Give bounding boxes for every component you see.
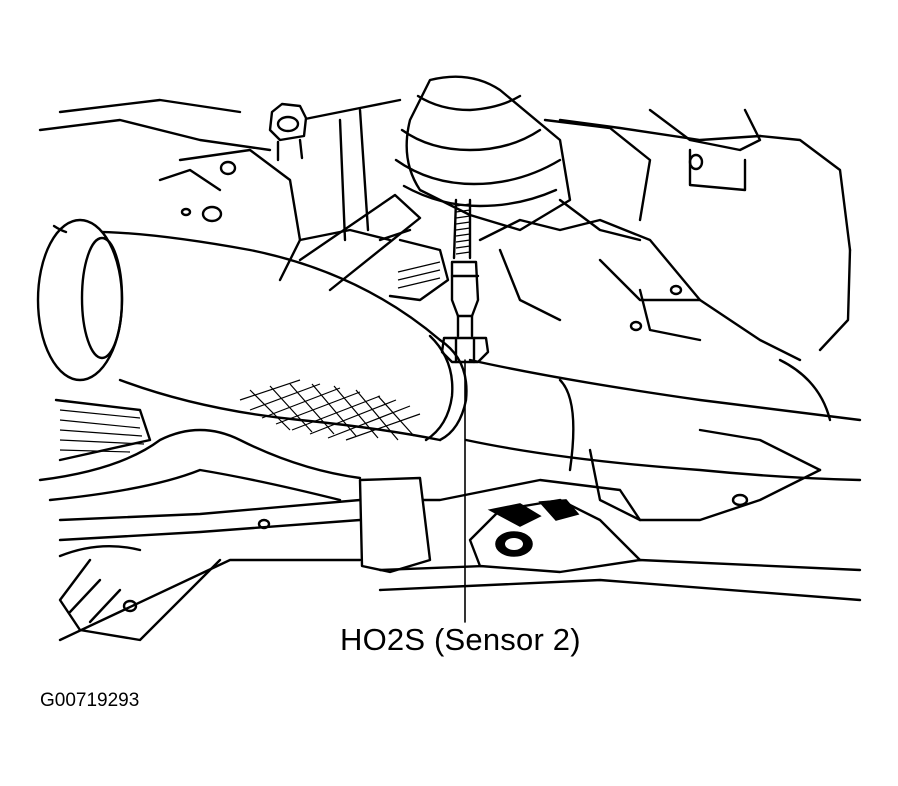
- right-side-components: [388, 218, 802, 362]
- transmission-mount: [468, 358, 832, 574]
- small-bolts: [122, 160, 749, 613]
- vehicle-underbody: [38, 98, 852, 352]
- exhaust-pipe: [36, 218, 862, 482]
- sub-frame: [58, 476, 862, 642]
- sensor-callout-label: HO2S (Sensor 2): [340, 622, 581, 657]
- oxygen-sensor: [440, 198, 490, 364]
- cross-member: [298, 193, 422, 292]
- floor-pan-left: [38, 398, 362, 502]
- cv-boot: [394, 75, 652, 242]
- figure-id: G00719293: [40, 690, 140, 711]
- mount-bolt-top: [268, 102, 308, 162]
